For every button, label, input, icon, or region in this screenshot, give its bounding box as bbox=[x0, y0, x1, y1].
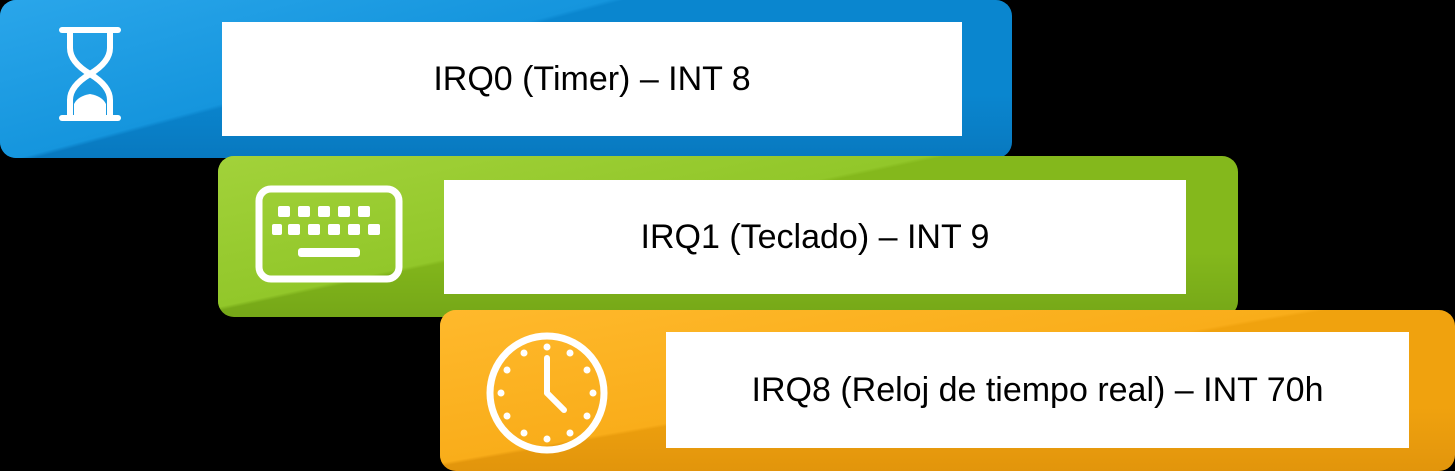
clock-icon bbox=[486, 332, 608, 454]
irq-clock-banner: IRQ8 (Reloj de tiempo real) – INT 70h bbox=[440, 310, 1455, 471]
irq-timer-banner: IRQ0 (Timer) – INT 8 bbox=[0, 0, 1012, 158]
irq-clock-label: IRQ8 (Reloj de tiempo real) – INT 70h bbox=[666, 332, 1409, 448]
irq-keyboard-banner: IRQ1 (Teclado) – INT 9 bbox=[218, 156, 1238, 317]
hourglass-icon bbox=[59, 27, 121, 121]
irq-keyboard-label: IRQ1 (Teclado) – INT 9 bbox=[444, 180, 1186, 294]
irq-timer-label: IRQ0 (Timer) – INT 8 bbox=[222, 22, 962, 136]
keyboard-icon bbox=[255, 185, 403, 283]
